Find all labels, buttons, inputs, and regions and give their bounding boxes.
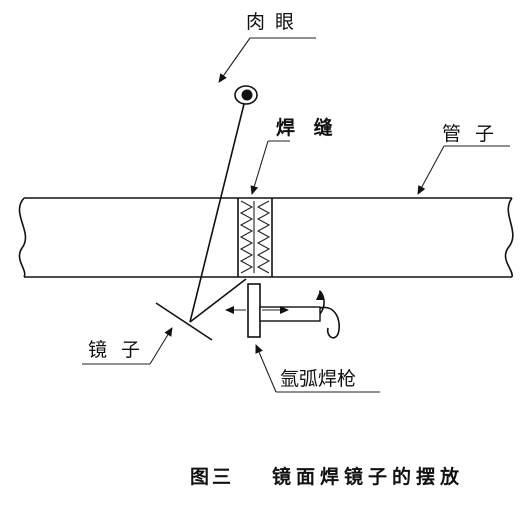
argon-arc-torch <box>225 283 340 339</box>
mirror-label: 镜 子 <box>88 339 144 361</box>
arrow-icon <box>218 37 251 83</box>
figure-number: 图三 <box>190 466 234 488</box>
pipe <box>18 197 514 278</box>
weld-seam-label: 焊 缝 <box>276 116 339 139</box>
leader-lines <box>82 37 510 393</box>
mirror <box>155 302 213 341</box>
pipe-label: 管 子 <box>442 123 498 145</box>
eye-icon <box>234 85 258 105</box>
pipe-break-right <box>504 197 514 278</box>
figure-title: 镜面焊镜子的摆放 <box>272 465 464 488</box>
torch-cable <box>319 290 340 339</box>
sight-line <box>189 103 245 323</box>
reflected-ray <box>189 278 247 323</box>
torch-label: 氩弧焊枪 <box>280 368 356 390</box>
pipe-break-left <box>18 197 27 278</box>
weld-bead-right <box>256 200 271 274</box>
weld-bead-left <box>239 200 254 274</box>
eye-label: 肉 眼 <box>246 11 296 33</box>
optical-path <box>155 103 247 341</box>
weld-seam <box>237 198 273 277</box>
